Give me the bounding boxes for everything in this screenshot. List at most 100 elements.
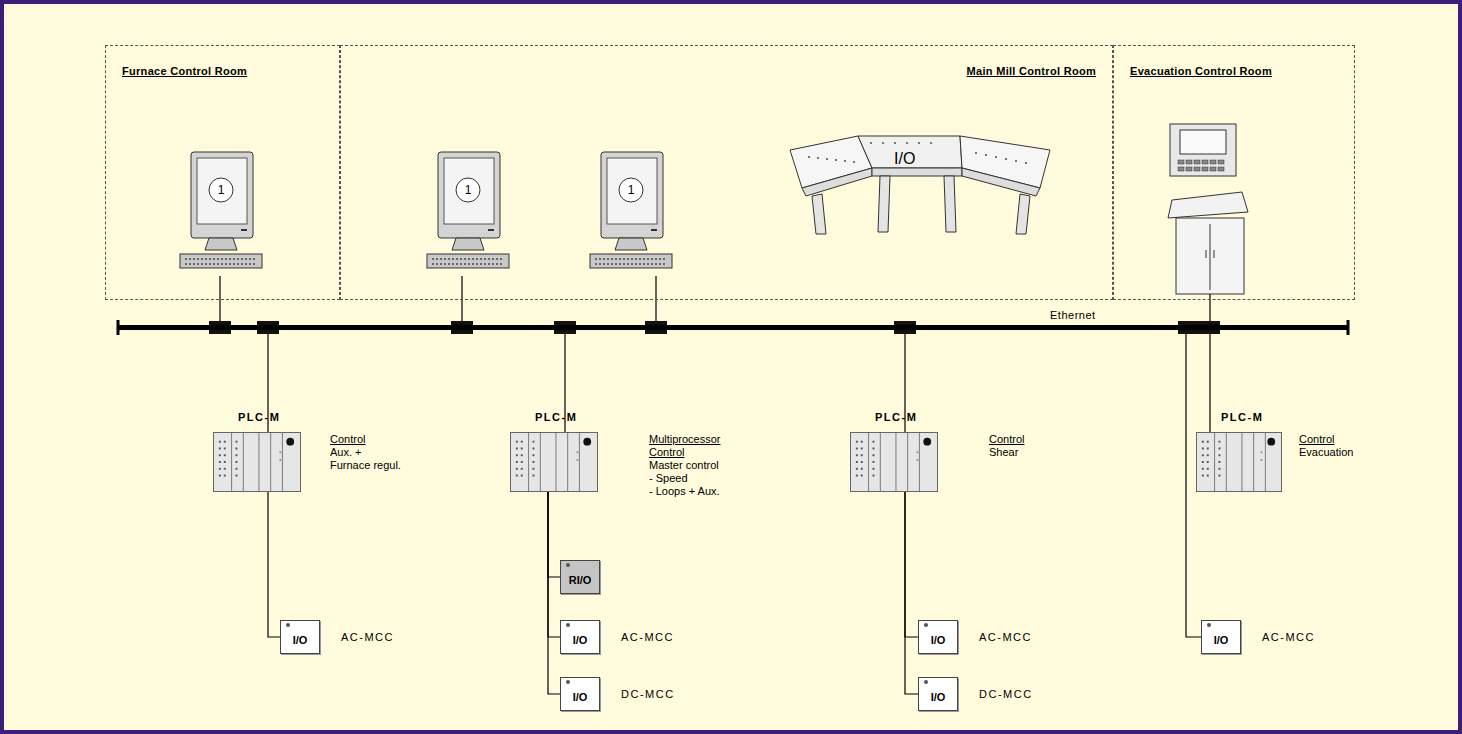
control-console xyxy=(790,136,1050,234)
rack-terminal xyxy=(1207,448,1209,450)
rack-terminal xyxy=(533,454,535,456)
console-button xyxy=(1025,162,1027,164)
rack-terminal xyxy=(533,441,535,443)
keyboard-key xyxy=(619,263,621,265)
keyboard-key xyxy=(611,263,613,265)
panel-key xyxy=(1186,160,1192,164)
plc-rack: PLC-MControlEvacuation xyxy=(1196,432,1282,492)
console-button xyxy=(882,142,884,144)
keyboard-key xyxy=(225,263,227,265)
console-button xyxy=(808,156,810,158)
keyboard-key xyxy=(484,258,486,260)
keyboard-key xyxy=(452,263,454,265)
keyboard-key xyxy=(615,263,617,265)
console-button xyxy=(844,160,846,162)
keyboard-key xyxy=(500,263,502,265)
rack-terminal xyxy=(219,475,221,477)
io-label: RI/O xyxy=(569,568,592,586)
console-button xyxy=(826,158,828,160)
keyboard-key xyxy=(615,258,617,260)
monitor-stand xyxy=(205,238,237,250)
rack-terminal xyxy=(516,454,518,456)
plc-description: ControlAux. +Furnace regul. xyxy=(330,433,401,472)
rack-terminal xyxy=(1202,468,1204,470)
operator-desk xyxy=(1168,192,1248,294)
keyboard-key xyxy=(241,263,243,265)
keyboard-key xyxy=(488,258,490,260)
rack-terminal xyxy=(521,468,523,470)
function-text: - Loops + Aux. xyxy=(649,485,721,498)
rack-terminal xyxy=(219,448,221,450)
keyboard-key xyxy=(444,263,446,265)
console-button xyxy=(870,142,872,144)
keyboard-key xyxy=(197,263,199,265)
status-led xyxy=(576,459,578,461)
rack-terminal xyxy=(873,468,875,470)
mcc-label: AC-MCC xyxy=(979,631,1032,643)
rack-slot xyxy=(282,433,283,491)
panel-key xyxy=(1194,167,1200,171)
console-leg xyxy=(944,176,956,232)
network-link xyxy=(905,492,918,694)
status-led xyxy=(916,451,918,453)
keyboard-key xyxy=(436,263,438,265)
power-led xyxy=(651,229,657,231)
keyboard-key xyxy=(663,258,665,260)
rack-slot xyxy=(540,433,541,491)
console-button xyxy=(975,152,977,154)
rack-terminal xyxy=(236,448,238,450)
rack-terminal xyxy=(516,475,518,477)
network-link xyxy=(905,492,918,637)
rack-terminal xyxy=(533,475,535,477)
console-button xyxy=(1005,158,1007,160)
plc-rack: PLC-MControlShear xyxy=(850,432,938,492)
rack-terminal xyxy=(1202,454,1204,456)
rack-slot xyxy=(567,433,568,491)
rack-drawing xyxy=(511,433,597,491)
rack-terminal xyxy=(1207,454,1209,456)
rack-terminal xyxy=(224,461,226,463)
network-link xyxy=(461,276,462,325)
keyboard-key xyxy=(253,263,255,265)
rack-slot xyxy=(868,433,869,491)
keyboard-key xyxy=(623,258,625,260)
rack-terminal xyxy=(1218,468,1220,470)
keyboard-key xyxy=(492,263,494,265)
rack-terminal xyxy=(236,454,238,456)
keyboard-key xyxy=(217,263,219,265)
keyboard-key xyxy=(651,258,653,260)
keyboard-key xyxy=(221,258,223,260)
rack-drawing xyxy=(214,433,300,491)
keyboard-key xyxy=(647,263,649,265)
keyboard-key xyxy=(603,263,605,265)
keyboard-key xyxy=(225,258,227,260)
bus-label: Ethernet xyxy=(1050,309,1096,321)
keyboard-key xyxy=(647,258,649,260)
callout-number: 1 xyxy=(426,182,510,198)
io-module: I/ODC-MCC xyxy=(560,677,600,711)
io-label: I/O xyxy=(293,628,308,646)
keyboard-key xyxy=(205,263,207,265)
status-lamp xyxy=(923,438,931,446)
keyboard-key xyxy=(185,263,187,265)
keyboard-key xyxy=(460,263,462,265)
keyboard-key xyxy=(456,263,458,265)
rack-terminal xyxy=(861,441,863,443)
monitor-drawing xyxy=(179,150,263,276)
panel-key xyxy=(1210,167,1216,171)
keyboard-key xyxy=(201,263,203,265)
rack-terminal xyxy=(1207,441,1209,443)
keyboard-key xyxy=(448,258,450,260)
desk-top xyxy=(1168,192,1248,218)
rack-terminal xyxy=(236,475,238,477)
keyboard-key xyxy=(448,263,450,265)
keyboard-key xyxy=(607,258,609,260)
io-label: I/O xyxy=(1214,628,1229,646)
desk-handle xyxy=(1206,250,1207,258)
keyboard-key xyxy=(217,258,219,260)
keyboard-key xyxy=(639,258,641,260)
console-button xyxy=(894,142,896,144)
panel-key xyxy=(1178,160,1184,164)
rack-terminal xyxy=(219,461,221,463)
rack-slot xyxy=(243,433,244,491)
